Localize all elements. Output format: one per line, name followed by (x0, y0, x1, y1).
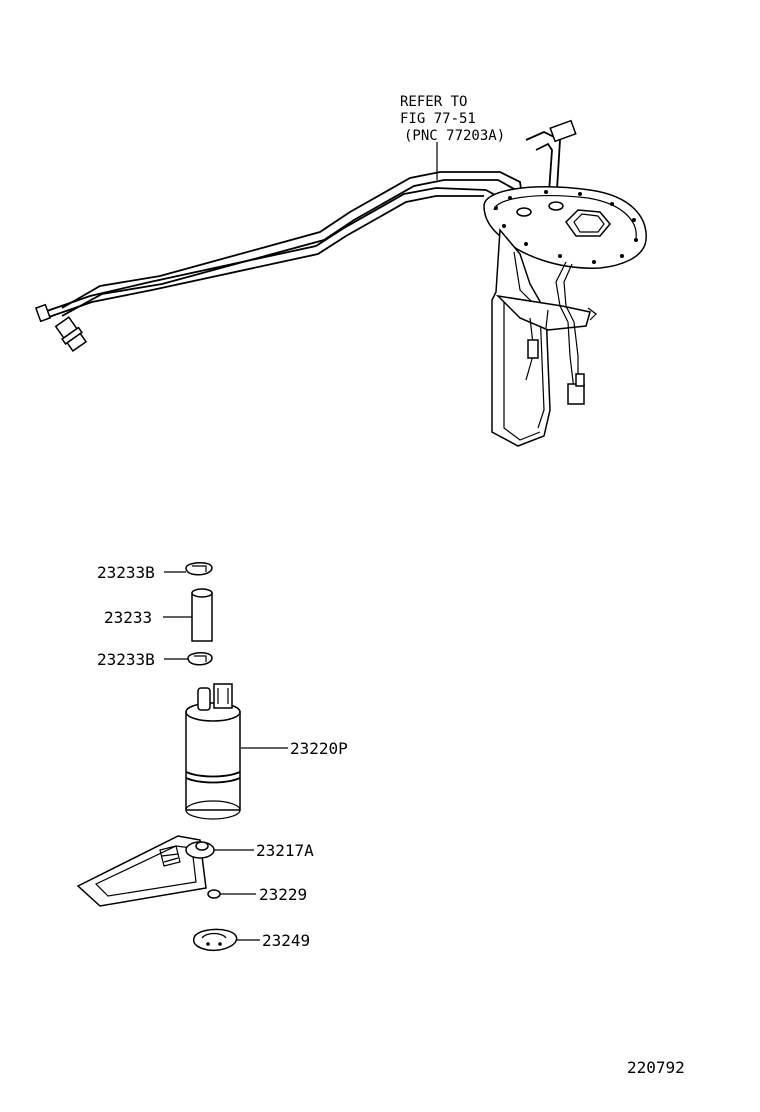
filter-part (76, 835, 215, 907)
fuel-pump-bracket-assembly (483, 119, 647, 447)
leader-lines (163, 571, 288, 941)
label-fuel-pump: 23220P (290, 739, 348, 758)
label-clamp-upper: 23233B (97, 563, 155, 582)
clamp-upper-part (185, 562, 213, 576)
bracket-body (491, 228, 551, 447)
rubber-cushion-part (192, 928, 238, 952)
reference-note-line-3: (PNC 77203A) (404, 128, 505, 144)
reference-note: REFER TO FIG 77-51 (PNC 77203A) (400, 94, 505, 180)
hose-part (191, 588, 213, 642)
clip-part (207, 889, 221, 899)
clamp-lower-part (187, 652, 213, 666)
fuel-pump-part (185, 683, 241, 820)
reference-note-line-1: REFER TO (400, 94, 467, 110)
label-clip: 23229 (259, 885, 307, 904)
label-rubber-cushion: 23249 (262, 931, 310, 950)
fuel-line-tubes (34, 171, 525, 353)
outlet-pipe-end (549, 119, 577, 143)
figure-number: 220792 (627, 1058, 685, 1077)
label-hose: 23233 (104, 608, 152, 627)
label-filter: 23217A (256, 841, 314, 860)
label-clamp-lower: 23233B (97, 650, 155, 669)
reference-note-line-2: FIG 77-51 (400, 111, 476, 127)
part-labels: 23233B 23233 23233B 23220P 23217A 23229 … (97, 563, 348, 950)
